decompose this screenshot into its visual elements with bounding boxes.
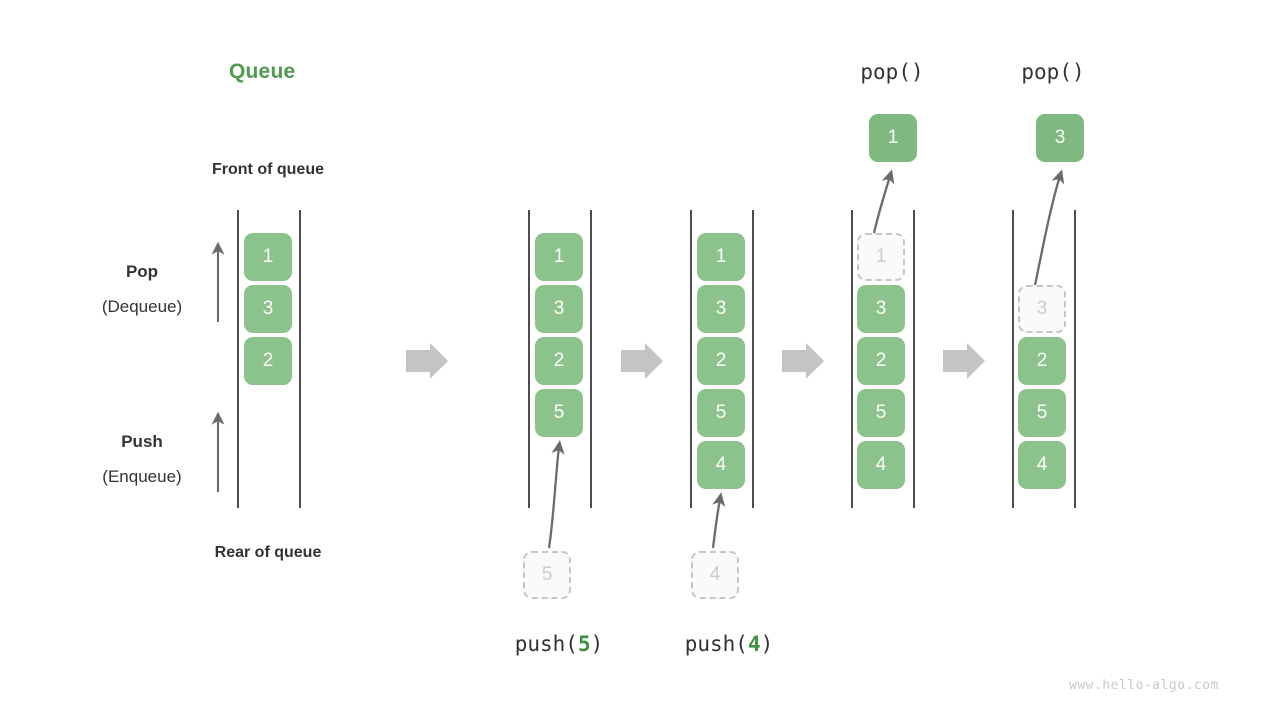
queue-rail-right [752, 210, 754, 508]
flow-arrow [943, 343, 985, 379]
queue-cell[interactable]: 2 [697, 337, 745, 385]
queue-rail-left [851, 210, 853, 508]
popped-cell[interactable]: 1 [869, 114, 917, 162]
queue-rail-right [299, 210, 301, 508]
pop-sublabel: (Dequeue) [101, 297, 183, 316]
queue-rail-left [1012, 210, 1014, 508]
page-title: Queue [229, 60, 296, 83]
queue-rail-right [590, 210, 592, 508]
queue-cell[interactable]: 2 [1018, 337, 1066, 385]
queue-cell[interactable]: 2 [244, 337, 292, 385]
queue-cell[interactable]: 5 [1018, 389, 1066, 437]
queue-cell[interactable]: 5 [535, 389, 583, 437]
queue-rail-right [913, 210, 915, 508]
flow-arrow [782, 343, 824, 379]
queue-rail-right [1074, 210, 1076, 508]
operation-value: 5 [577, 632, 591, 656]
watermark: www.hello-algo.com [1069, 678, 1219, 693]
incoming-ghost-cell: 4 [691, 551, 739, 599]
queue-rail-left [237, 210, 239, 508]
operation-paren: ) [590, 632, 604, 656]
queue-rail-left [690, 210, 692, 508]
queue-cell[interactable]: 1 [244, 233, 292, 281]
queue-cell[interactable]: 5 [857, 389, 905, 437]
queue-cell[interactable]: 4 [1018, 441, 1066, 489]
queue-cell[interactable]: 3 [244, 285, 292, 333]
operation-name: push( [514, 632, 578, 656]
flow-arrow [621, 343, 663, 379]
rear-of-queue-label: Rear of queue [214, 544, 322, 561]
queue-cell[interactable]: 1 [535, 233, 583, 281]
removed-ghost-cell: 1 [857, 233, 905, 281]
pop-label: Pop [125, 262, 159, 281]
operation-label: push(5) [459, 632, 659, 656]
pop-extract-arrow [872, 169, 895, 234]
queue-rail-left [528, 210, 530, 508]
operation-name: push( [684, 632, 748, 656]
push-insert-arrow [547, 440, 565, 549]
queue-cell[interactable]: 3 [857, 285, 905, 333]
queue-cell[interactable]: 2 [535, 337, 583, 385]
front-of-queue-label: Front of queue [212, 161, 324, 178]
popped-cell[interactable]: 3 [1036, 114, 1084, 162]
queue-cell[interactable]: 3 [535, 285, 583, 333]
queue-cell[interactable]: 4 [697, 441, 745, 489]
queue-cell[interactable]: 4 [857, 441, 905, 489]
operation-paren: ) [760, 632, 774, 656]
operation-label-pop: pop() [860, 60, 924, 84]
operation-label: push(4) [629, 632, 829, 656]
operation-label-pop: pop() [1021, 60, 1085, 84]
queue-cell[interactable]: 2 [857, 337, 905, 385]
push-label: Push [121, 432, 163, 451]
operation-value: 4 [747, 632, 761, 656]
removed-ghost-cell: 3 [1018, 285, 1066, 333]
queue-cell[interactable]: 5 [697, 389, 745, 437]
queue-cell[interactable]: 1 [697, 233, 745, 281]
push-insert-arrow [711, 492, 726, 549]
queue-cell[interactable]: 3 [697, 285, 745, 333]
push-sublabel: (Enqueue) [102, 467, 182, 486]
pop-extract-arrow [1033, 169, 1065, 286]
flow-arrow [406, 343, 448, 379]
incoming-ghost-cell: 5 [523, 551, 571, 599]
